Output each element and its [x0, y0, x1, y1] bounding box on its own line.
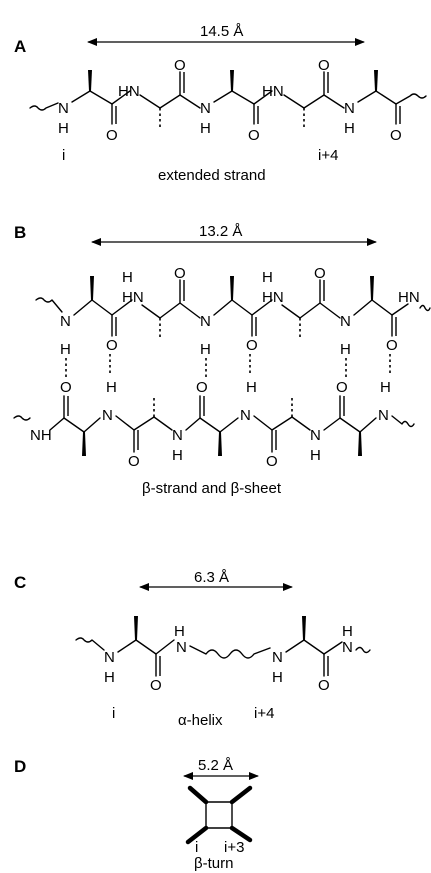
svg-text:N: N	[342, 639, 353, 656]
panel-c-residue-i4: i+4	[254, 705, 274, 722]
panel-b-caption: β-strand and β-sheet	[142, 480, 282, 497]
panel-a-atom-o: O	[106, 127, 118, 144]
svg-text:O: O	[390, 127, 402, 144]
panel-a-letter: A	[14, 37, 26, 56]
panel-d-residue-i: i	[195, 839, 198, 856]
svg-text:H: H	[60, 341, 71, 358]
panel-b-distance-label: 13.2 Å	[199, 223, 242, 240]
svg-text:H: H	[106, 379, 117, 396]
svg-text:N: N	[172, 427, 183, 444]
panel-a-backbone: N H O HN O N H O HN O N	[29, 57, 427, 144]
panel-a-atom-hn: HN	[118, 83, 140, 100]
svg-text:N: N	[340, 313, 351, 330]
panel-b-letter: B	[14, 223, 26, 242]
panel-a-caption: extended strand	[158, 167, 266, 184]
svg-text:NH: NH	[30, 427, 52, 444]
svg-text:O: O	[318, 677, 330, 694]
svg-text:O: O	[128, 453, 140, 470]
svg-text:N: N	[176, 639, 187, 656]
svg-text:H: H	[380, 379, 391, 396]
panel-d: D 5.2 Å i i+3 β-turn	[14, 757, 259, 872]
panel-b: B 13.2 Å N O HN H O N O HN H	[13, 223, 431, 497]
svg-text:H: H	[344, 120, 355, 137]
svg-text:N: N	[200, 313, 211, 330]
svg-text:H: H	[200, 120, 211, 137]
svg-text:H: H	[174, 623, 185, 640]
svg-text:HN: HN	[262, 289, 284, 306]
panel-a-atom-n: N	[58, 100, 69, 117]
svg-text:H: H	[272, 669, 283, 686]
panel-b-upper-strand: N O HN H O N O HN H O N	[35, 265, 431, 354]
panel-c-residue-i: i	[112, 705, 115, 722]
panel-d-letter: D	[14, 757, 26, 776]
svg-text:O: O	[60, 379, 72, 396]
panel-a-atom-h: H	[58, 120, 69, 137]
svg-text:N: N	[310, 427, 321, 444]
svg-text:O: O	[174, 57, 186, 74]
panel-c-distance-label: 6.3 Å	[194, 569, 229, 586]
panel-a: A 14.5 Å N H O HN O N H O HN	[14, 23, 427, 184]
panel-c-caption: α-helix	[178, 712, 223, 729]
svg-text:HN: HN	[262, 83, 284, 100]
svg-text:N: N	[60, 313, 71, 330]
panel-d-distance-label: 5.2 Å	[198, 757, 233, 774]
svg-text:HN: HN	[398, 289, 420, 306]
svg-text:N: N	[378, 407, 389, 424]
svg-text:O: O	[106, 337, 118, 354]
svg-text:H: H	[342, 623, 353, 640]
svg-text:HN: HN	[122, 289, 144, 306]
svg-text:H: H	[310, 447, 321, 464]
svg-text:O: O	[266, 453, 278, 470]
svg-text:N: N	[240, 407, 251, 424]
svg-text:H: H	[172, 447, 183, 464]
panel-a-residue-i4: i+4	[318, 147, 338, 164]
svg-text:H: H	[122, 269, 133, 286]
panel-b-lower-strand: O H N NH O N H O H N O	[13, 379, 415, 470]
svg-text:H: H	[246, 379, 257, 396]
svg-text:N: N	[344, 100, 355, 117]
svg-text:N: N	[104, 649, 115, 666]
panel-a-wavy-end-left	[29, 102, 59, 111]
svg-text:H: H	[340, 341, 351, 358]
panel-c: C 6.3 Å N H O H N N H O H N i i+4	[14, 569, 371, 729]
panel-a-residue-i: i	[62, 147, 65, 164]
svg-text:H: H	[104, 669, 115, 686]
svg-text:O: O	[386, 337, 398, 354]
panel-a-distance-label: 14.5 Å	[200, 23, 243, 40]
panel-c-wavy-linker	[189, 645, 271, 659]
svg-text:O: O	[314, 265, 326, 282]
panel-d-caption: β-turn	[194, 855, 233, 872]
svg-text:N: N	[102, 407, 113, 424]
svg-text:O: O	[196, 379, 208, 396]
panel-c-backbone: N H O H N N H O H N	[75, 616, 371, 694]
svg-text:O: O	[318, 57, 330, 74]
panel-d-residue-i3: i+3	[224, 839, 244, 856]
svg-text:O: O	[336, 379, 348, 396]
svg-text:N: N	[200, 100, 211, 117]
svg-text:O: O	[248, 127, 260, 144]
svg-text:N: N	[272, 649, 283, 666]
svg-text:H: H	[200, 341, 211, 358]
panel-b-hydrogen-bonds: H H H	[60, 341, 391, 378]
svg-text:O: O	[246, 337, 258, 354]
panel-a-wedge	[88, 70, 92, 91]
panel-d-turn-shape	[185, 785, 253, 845]
svg-text:H: H	[262, 269, 273, 286]
panel-c-letter: C	[14, 573, 26, 592]
svg-text:O: O	[150, 677, 162, 694]
svg-text:O: O	[174, 265, 186, 282]
